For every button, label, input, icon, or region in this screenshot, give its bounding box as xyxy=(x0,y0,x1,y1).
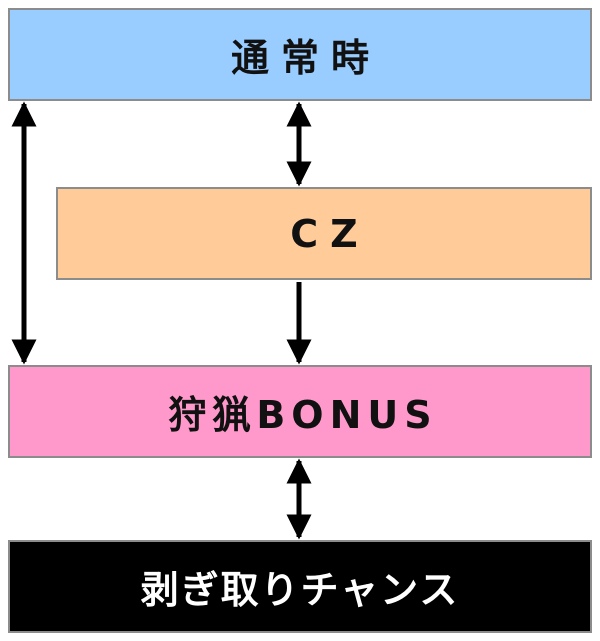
node-hunting-bonus-label: 狩猟BONUS xyxy=(168,393,438,437)
node-harvest-chance: 剥ぎ取りチャンス xyxy=(8,540,592,633)
node-hunting-bonus: 狩猟BONUS xyxy=(8,365,592,458)
node-harvest-chance-label: 剥ぎ取りチャンス xyxy=(140,568,460,612)
node-cz-label: CZ xyxy=(290,211,370,256)
node-cz: CZ xyxy=(56,187,592,280)
node-normal-state-label: 通常時 xyxy=(230,36,381,80)
node-normal-state: 通常時 xyxy=(8,8,592,101)
